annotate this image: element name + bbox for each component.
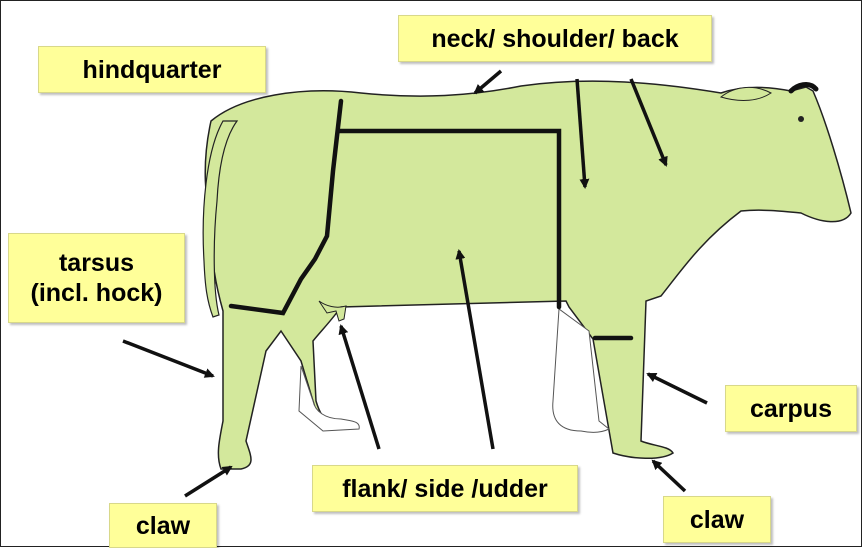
label-tarsus: tarsus (incl. hock): [8, 233, 185, 323]
label-flank-side-udder: flank/ side /udder: [312, 465, 578, 512]
arrow-to-right-claw: [653, 461, 685, 491]
label-claw-left-text: claw: [136, 511, 190, 541]
label-claw-right-text: claw: [690, 505, 744, 535]
label-flank-side-udder-text: flank/ side /udder: [342, 474, 548, 504]
label-carpus-text: carpus: [750, 394, 832, 424]
arrow-to-carpus: [648, 374, 707, 403]
label-neck-shoulder-back: neck/ shoulder/ back: [398, 15, 712, 62]
label-claw-right: claw: [663, 496, 771, 543]
label-tarsus-line2: (incl. hock): [31, 278, 163, 308]
arrow-to-tarsus: [123, 341, 213, 376]
label-hindquarter-text: hindquarter: [83, 55, 222, 85]
label-claw-left: claw: [109, 503, 217, 548]
label-tarsus-line1: tarsus: [59, 248, 134, 278]
cow-eye: [798, 116, 804, 122]
arrow-to-left-claw: [185, 467, 231, 496]
label-neck-shoulder-back-text: neck/ shoulder/ back: [431, 24, 678, 54]
label-carpus: carpus: [725, 385, 857, 432]
label-hindquarter: hindquarter: [38, 46, 266, 93]
arrow-to-udder: [341, 326, 379, 449]
